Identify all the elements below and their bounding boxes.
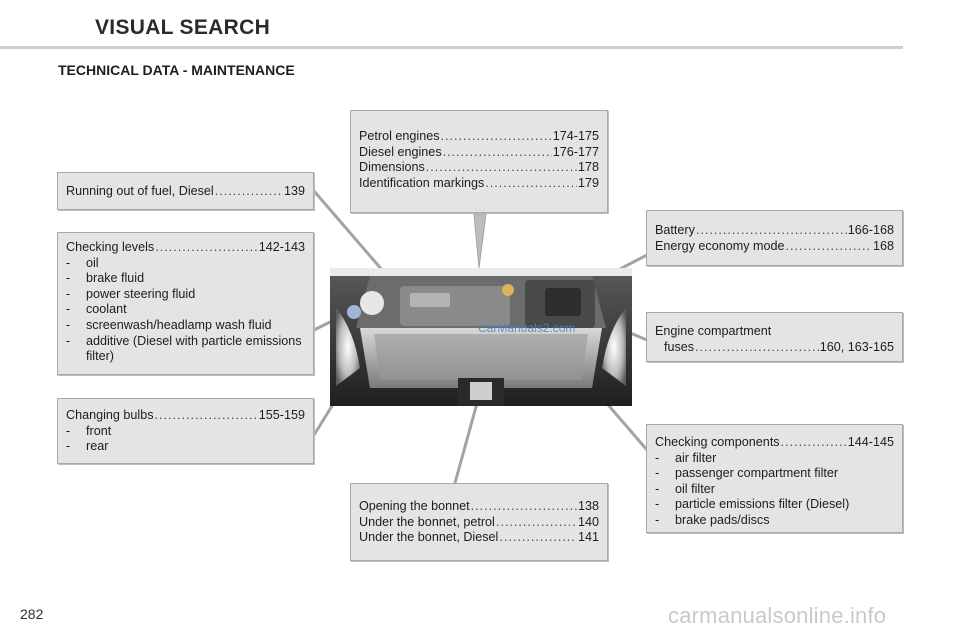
image-watermark: CarManuals2.com <box>478 321 575 335</box>
page-ref: 166-168 <box>847 223 894 237</box>
page-header-title: VISUAL SEARCH <box>95 16 271 39</box>
list-item: -coolant <box>66 302 127 317</box>
list-item: -brake fluid <box>66 271 145 286</box>
header-divider <box>0 46 903 49</box>
bonnet-info-box: Opening the bonnet138 Under the bonnet, … <box>350 483 608 561</box>
list-item: -oil <box>66 255 99 270</box>
index-row[interactable]: Battery166-168 <box>655 223 894 239</box>
battery-info-box: Battery166-168 Energy economy mode168 <box>646 210 903 266</box>
list-item: -power steering fluid <box>66 286 196 301</box>
index-row[interactable]: Checking components144-145 <box>655 435 894 451</box>
index-row[interactable]: fuses160, 163-165 <box>655 340 894 356</box>
list-item: -particle emissions filter (Diesel) <box>655 497 850 512</box>
index-row[interactable]: Diesel engines176-177 <box>359 145 599 161</box>
bulbs-info-box: Changing bulbs155-159 -front -rear <box>57 398 314 464</box>
fuel-info-box: Running out of fuel, Diesel139 <box>57 172 314 210</box>
index-row[interactable]: Opening the bonnet138 <box>359 499 599 515</box>
page-ref: 138 <box>577 499 599 513</box>
page-ref: 178 <box>577 160 599 175</box>
engine-bay-image: CarManuals2.com <box>330 268 632 406</box>
page-ref: 174-175 <box>552 129 599 143</box>
index-row[interactable]: Running out of fuel, Diesel139 <box>66 184 305 200</box>
fuses-label: Engine compartment <box>655 324 772 338</box>
page-ref: 140 <box>577 514 599 529</box>
page-ref: 168 <box>872 238 894 253</box>
page-ref: 176-177 <box>552 144 599 159</box>
index-row[interactable]: Petrol engines174-175 <box>359 129 599 145</box>
page-number: 282 <box>20 606 44 622</box>
callout-pointer-engines <box>473 213 487 269</box>
page-ref: 139 <box>283 184 305 198</box>
page-ref: 142-143 <box>258 240 305 254</box>
index-row[interactable]: Under the bonnet, Diesel141 <box>359 530 599 546</box>
page-ref: 179 <box>577 175 599 190</box>
page-ref: 160, 163-165 <box>819 339 894 354</box>
index-row[interactable]: Under the bonnet, petrol140 <box>359 515 599 531</box>
list-item: -passenger compartment filter <box>655 466 839 481</box>
list-item: -rear <box>66 439 109 454</box>
components-info-box: Checking components144-145 -air filter -… <box>646 424 903 533</box>
levels-info-box: Checking levels142-143 -oil -brake fluid… <box>57 232 314 375</box>
index-row[interactable]: Changing bulbs155-159 <box>66 408 305 424</box>
section-title: TECHNICAL DATA - MAINTENANCE <box>58 62 295 78</box>
index-row[interactable]: Identification markings179 <box>359 176 599 192</box>
page-ref: 155-159 <box>258 408 305 422</box>
index-row[interactable]: Checking levels142-143 <box>66 240 305 256</box>
index-row[interactable]: Dimensions178 <box>359 160 599 176</box>
list-item: -brake pads/discs <box>655 512 770 527</box>
list-item: -screenwash/headlamp wash fluid <box>66 317 272 332</box>
list-item: -oil filter <box>655 481 715 496</box>
index-row[interactable]: Energy economy mode168 <box>655 239 894 255</box>
page-ref: 144-145 <box>847 435 894 449</box>
page-ref: 141 <box>577 530 599 545</box>
engines-info-box: Petrol engines174-175 Diesel engines176-… <box>350 110 608 213</box>
list-item: -front <box>66 423 112 438</box>
list-item: -additive (Diesel with particle emission… <box>66 333 302 364</box>
list-item: -air filter <box>655 450 717 465</box>
fuses-info-box: Engine compartment fuses160, 163-165 <box>646 312 903 362</box>
site-watermark: carmanualsonline.info <box>668 603 887 628</box>
